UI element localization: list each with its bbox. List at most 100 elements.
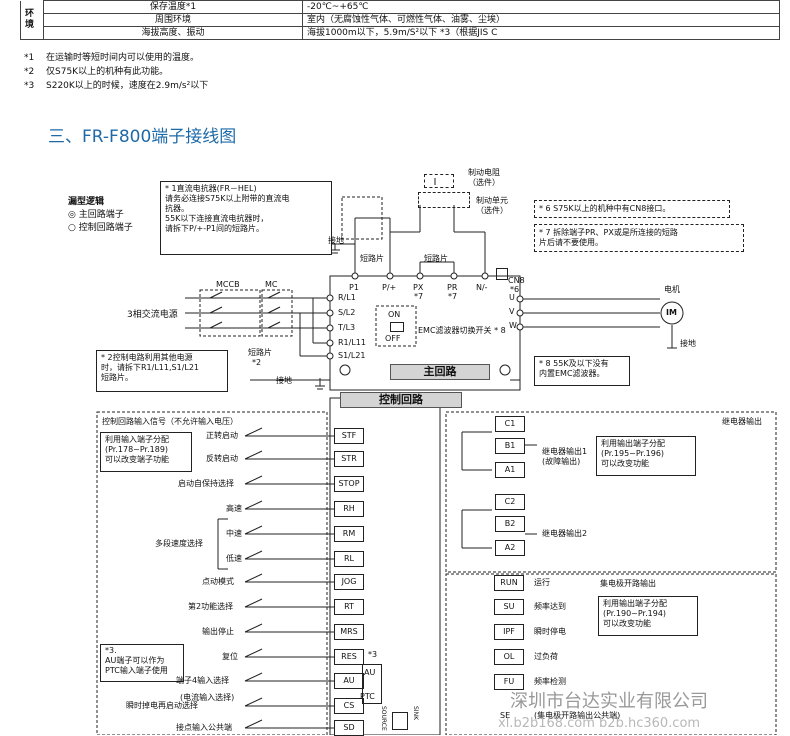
brake-unit [418, 192, 470, 208]
input-signal-label: 正转启动 [206, 431, 238, 440]
terminal-note: *7 [414, 292, 424, 301]
oc-signal-label: 频率检测 [534, 677, 566, 686]
input-signal-label: 高速 [226, 504, 242, 513]
input-terminal: AU [334, 673, 364, 689]
ground-label: 接地 [328, 236, 344, 245]
ctrl-input-title: 控制回路输入信号（不允许输入电压） [102, 417, 238, 426]
relay-out1-label: 继电器输出1(故障输出) [542, 447, 588, 466]
note-emc: * 8 55K及以下没有 内置EMC滤波器。 [534, 356, 630, 386]
short-bar-label: 短路片 [248, 348, 272, 357]
spec-side-label: 环境 [20, 0, 44, 40]
emc-switch[interactable] [390, 322, 404, 332]
terminal-label: S/L2 [338, 308, 356, 317]
short-bar-label: 短路片 [424, 254, 448, 263]
source-sink-switch[interactable] [392, 712, 408, 730]
emc-off-label: OFF [385, 334, 401, 343]
se-label: (集电极开路输出公共端) [534, 711, 621, 720]
mccb-label: MCCB [216, 280, 240, 289]
input-signal-label: 复位 [222, 652, 238, 661]
input-signal-label: 中速 [226, 529, 242, 538]
spec-row-value: 海拔1000m以下，5.9m/S²以下 *3（根据JIS C [302, 26, 780, 40]
oc-signal-label: 运行 [534, 578, 550, 587]
oc-terminal: SU [494, 599, 524, 615]
switch-contact [244, 697, 263, 707]
assign-output-note: 利用输出端子分配 (Pr.195~Pr.196) 可以改变功能 [596, 436, 696, 476]
au-ptc-switch[interactable] [362, 664, 382, 704]
input-terminal: STR [334, 451, 364, 467]
sink-label: SINK [412, 706, 419, 721]
terminal-label: S1/L21 [338, 351, 366, 360]
input-terminal: RES [334, 649, 364, 665]
input-terminal: SD [334, 720, 364, 736]
emc-switch-label: EMC滤波器切换开关 * 8 [418, 326, 506, 335]
input-terminal: STOP [334, 476, 364, 492]
ptc-switch-label: PTC [360, 692, 375, 701]
terminal-label: P1 [349, 283, 359, 292]
short-bar-label: 短路片 [360, 254, 384, 263]
spec-table: 环境 保存温度*1 -20℃~+65℃ 周围环境 室内（无腐蚀性气体、可燃性气体… [20, 0, 780, 40]
note-dc-reactor: * 1直流电抗器(FR－HEL) 请务必连接S75K以上附带的直流电 抗器。 5… [160, 181, 332, 255]
terminal-label: R/L1 [338, 293, 356, 302]
watermark-url: xl.b2b168.com b2b.hc360.com [498, 716, 701, 731]
relay-section-title: 继电器输出 [722, 417, 762, 426]
section-title: 三、FR-F800端子接线图 [48, 127, 237, 147]
switch-contact [244, 623, 263, 633]
input-terminal: RM [334, 526, 364, 542]
input-signal-label: 端子4输入选择 [176, 676, 230, 685]
switch-contact [244, 648, 263, 658]
terminal-label: V [509, 307, 515, 316]
cn8-label: CN8 [508, 276, 525, 285]
input-signal-label: 输出停止 [202, 627, 234, 636]
mc-label: MC [265, 280, 278, 289]
assign-output2-note: 利用输出端子分配 (Pr.190~Pr.194) 可以改变功能 [598, 596, 698, 636]
watermark: 深圳市台达实业有限公司 [510, 691, 708, 712]
switch-contact [244, 475, 263, 485]
motor-label: 电机 [664, 285, 680, 294]
switch-contact [244, 525, 263, 535]
brake-resistor [424, 174, 454, 188]
oc-signal-label: 过负荷 [534, 652, 558, 661]
control-circuit-label: 控制回路 [340, 392, 462, 408]
spec-row-name: 海拔高度、振动 [43, 26, 303, 40]
input-signal-label: 第2功能选择 [188, 602, 234, 611]
switch-contact [244, 427, 263, 437]
switch-contact [244, 719, 263, 729]
input-signal-label: 瞬时掉电再启动选择 [126, 701, 198, 710]
oc-terminal: FU [494, 674, 524, 690]
power-source-label: 3相交流电源 [127, 310, 178, 320]
ground-label: 接地 [276, 376, 292, 385]
se-terminal: SE [500, 711, 511, 720]
switch-contact [244, 550, 263, 560]
input-signal-label: 启动自保持选择 [178, 479, 234, 488]
terminal-label: N/- [476, 283, 488, 292]
input-signal-label: 接点输入公共端 [176, 723, 232, 732]
note-pr-px: * 7 拆除端子PR、PX或是所连接的短路片后请不要使用。 [534, 224, 744, 252]
terminal-label: P/+ [382, 283, 397, 292]
terminal-label: T/L3 [338, 323, 356, 332]
terminal-label: PX [413, 283, 424, 292]
terminal-label: R1/L11 [338, 338, 366, 347]
au-sub-label: (电流输入选择) [180, 693, 235, 702]
au-note: *3. AU端子可以作为 PTC输入端子使用 [100, 644, 184, 682]
terminal-label: PR [447, 283, 458, 292]
input-terminal: RT [334, 599, 364, 615]
au-switch-note: *3 [368, 650, 378, 659]
input-terminal: RL [334, 551, 364, 567]
assign-input-note: 利用输入端子分配 (Pr.178~Pr.189) 可以改变端子功能 [100, 432, 192, 472]
relay-terminal: B2 [495, 516, 525, 532]
star-note: *2 [252, 358, 262, 367]
switch-contact [244, 500, 263, 510]
terminal-label: W [509, 321, 517, 330]
brake-unit-label: 制动单元（选件） [476, 196, 508, 215]
source-label: SOURCE [380, 706, 387, 731]
relay-terminal: C1 [495, 416, 525, 432]
switch-contact [244, 450, 263, 460]
oc-terminal: OL [494, 649, 524, 665]
main-circuit-label: 主回路 [390, 364, 490, 380]
au-switch-label: AU [364, 668, 376, 677]
input-terminal: CS [334, 698, 364, 714]
oc-signal-label: 频率达到 [534, 602, 566, 611]
